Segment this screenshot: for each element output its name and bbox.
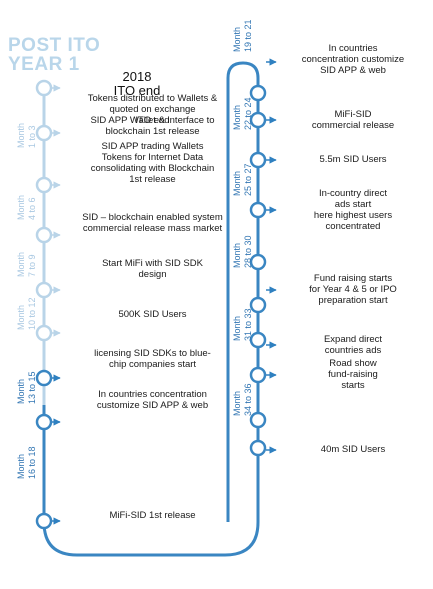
right-event-text: Fund raising starts [313, 273, 393, 284]
right-month-label: 25 to 27 [243, 163, 253, 196]
left-month-label: 16 to 18 [27, 446, 37, 479]
left-event-text: commercial release mass market [82, 223, 223, 234]
left-event-text: licensing SID SDKs to blue- [94, 348, 211, 359]
right-month-label: Month [232, 104, 242, 130]
right-event-text: concentrated [325, 221, 381, 232]
right-event-text: here highest users [313, 210, 393, 221]
right-event-text: fund-raising [328, 369, 378, 380]
left-event-text: SID APP Wallet & interface to [90, 115, 215, 126]
left-month-label: 13 to 15 [27, 371, 37, 404]
right-month-label: 34 to 36 [243, 383, 253, 416]
left-event-text: 500K SID Users [118, 309, 187, 320]
right-event-text: starts [341, 380, 365, 391]
right-event-text: SID APP & web [320, 65, 386, 76]
left-month-label: Month [16, 251, 26, 277]
left-event-text: design [138, 269, 167, 280]
left-month-label: Month [16, 453, 26, 479]
left-month-label: 1 to 3 [27, 125, 37, 148]
left-event-text: customize SID APP & web [96, 400, 209, 411]
left-event-text: MiFi-SID 1st release [109, 510, 196, 521]
right-event-text: In-country direct [318, 188, 388, 199]
timeline-node [249, 439, 267, 457]
timeline-node [249, 296, 267, 314]
timeline-node [35, 369, 53, 387]
left-month-label: Month [16, 378, 26, 404]
right-month-label: 28 to 30 [243, 235, 253, 268]
timeline-node [35, 413, 53, 431]
timeline-node [35, 124, 53, 142]
right-event-text: Road show [329, 358, 377, 369]
timeline-node [35, 79, 53, 97]
right-event-text: countries ads [324, 345, 382, 356]
left-event-text: In countries concentration [98, 389, 207, 400]
left-month-label: Month [16, 194, 26, 220]
left-event-text: quoted on exchange [109, 104, 196, 115]
timeline-node [35, 324, 53, 342]
right-event-text: commercial release [311, 120, 395, 131]
right-event-text: concentration customize [301, 54, 405, 65]
right-spine [226, 61, 260, 522]
intro-year: 2018 [122, 69, 152, 84]
left-event-text: blockchain 1st release [105, 126, 200, 137]
right-month-label: Month [232, 170, 242, 196]
left-event-text: SID APP trading Wallets [101, 141, 204, 152]
timeline-node [35, 512, 53, 530]
right-month-label: 19 to 21 [243, 19, 253, 52]
year-heading: POST ITO YEAR 1 [8, 36, 100, 74]
right-month-label: Month [232, 390, 242, 416]
left-month-label: Month [16, 304, 26, 330]
right-event-text: 40m SID Users [320, 444, 386, 455]
left-month-label: 10 to 12 [27, 297, 37, 330]
timeline-node [249, 411, 267, 429]
timeline-node [35, 281, 53, 299]
right-event-text: 5.5m SID Users [319, 154, 387, 165]
right-month-label: Month [232, 26, 242, 52]
right-month-label: 22 to 24 [243, 97, 253, 130]
right-month-label: Month [232, 242, 242, 268]
left-event-text: consolidating with Blockchain [90, 163, 215, 174]
left-event-text: SID – blockchain enabled system [82, 212, 223, 223]
left-month-label: Month [16, 122, 26, 148]
left-event-text: Tokens distributed to Wallets & [87, 93, 218, 104]
timeline-node [249, 331, 267, 349]
right-month-label: 31 to 33 [243, 308, 253, 341]
left-event-text: chip companies start [108, 359, 197, 370]
left-event-text: ITO end [135, 115, 170, 126]
heading-line-1: POST ITO [8, 35, 101, 56]
right-event-text: preparation start [318, 295, 388, 306]
left-event-text: Start MiFi with SID SDK [102, 258, 203, 269]
timeline-node [249, 201, 267, 219]
left-event-text: Tokens for Internet Data [101, 152, 204, 163]
timeline-node [249, 151, 267, 169]
heading-line-2: YEAR 1 [8, 54, 80, 75]
timeline-node [249, 111, 267, 129]
right-event-text: Expand direct [323, 334, 383, 345]
intro-label: ITO end [113, 83, 161, 98]
right-event-text: In countries [328, 43, 378, 54]
timeline-node [249, 84, 267, 102]
timeline-node [249, 253, 267, 271]
right-event-text: ads start [334, 199, 372, 210]
right-event-text: for Year 4 & 5 or IPO [309, 284, 397, 295]
right-event-text: MiFi-SID [334, 109, 372, 120]
timeline-node [35, 176, 53, 194]
timeline-node [249, 366, 267, 384]
left-month-label: 4 to 6 [27, 197, 37, 220]
left-event-text: 1st release [129, 174, 176, 185]
left-spine-dark [42, 405, 260, 557]
timeline-node [35, 226, 53, 244]
right-month-label: Month [232, 315, 242, 341]
left-month-label: 7 to 9 [27, 254, 37, 277]
